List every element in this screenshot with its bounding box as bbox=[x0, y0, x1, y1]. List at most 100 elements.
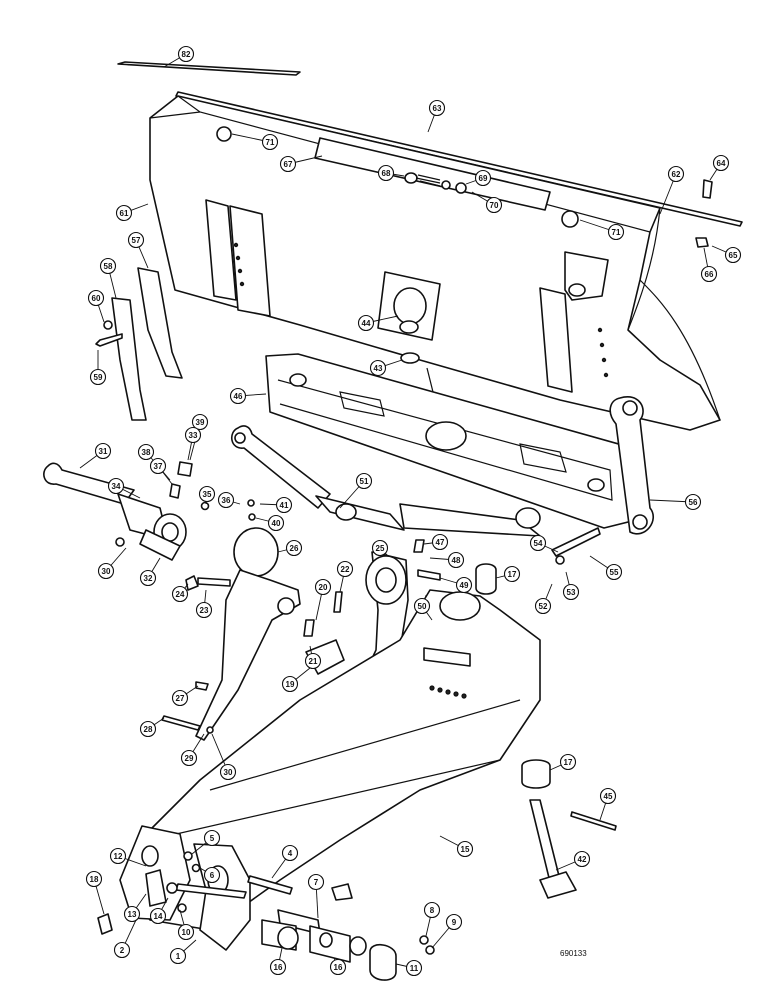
callout-c26: 26 bbox=[277, 539, 303, 557]
callout-c54: 54 bbox=[529, 534, 559, 553]
callout-c36: 36 bbox=[217, 491, 241, 509]
parts-drawing bbox=[43, 61, 743, 981]
callout-c51: 51 bbox=[339, 472, 373, 509]
callout-layer: 8263716768697062646566716157586059444346… bbox=[79, 45, 742, 977]
callout-c11: 11 bbox=[395, 959, 423, 977]
callout-number: 45 bbox=[604, 792, 613, 801]
lift-cylinder bbox=[43, 462, 187, 561]
callout-ring bbox=[281, 844, 299, 862]
callout-c25: 25 bbox=[371, 539, 389, 557]
callout-number: 18 bbox=[90, 875, 99, 884]
front-brackets bbox=[119, 825, 251, 951]
callout-c42: 42 bbox=[555, 850, 591, 871]
fittings-cluster bbox=[169, 461, 256, 521]
callout-number: 43 bbox=[374, 364, 383, 373]
callout-ring bbox=[314, 578, 332, 596]
callout-c66: 66 bbox=[700, 247, 718, 283]
callout-c44: 44 bbox=[357, 314, 399, 332]
callout-number: 62 bbox=[672, 170, 681, 179]
callout-ring bbox=[700, 265, 718, 283]
callout-ring bbox=[191, 413, 209, 431]
callout-c34: 34 bbox=[107, 477, 141, 499]
callout-number: 26 bbox=[290, 544, 299, 553]
callout-ring bbox=[485, 196, 503, 214]
callout-ring bbox=[87, 289, 105, 307]
callout-c58: 58 bbox=[99, 257, 117, 299]
callout-number: 53 bbox=[567, 588, 576, 597]
callout-ring bbox=[198, 485, 216, 503]
callout-c15: 15 bbox=[439, 835, 474, 858]
callout-ring bbox=[605, 563, 623, 581]
callout-number: 71 bbox=[266, 138, 275, 147]
callout-ring bbox=[285, 539, 303, 557]
callout-number: 40 bbox=[272, 519, 281, 528]
callout-number: 37 bbox=[154, 462, 163, 471]
callout-number: 2 bbox=[120, 946, 125, 955]
callout-ring bbox=[137, 443, 155, 461]
callout-c31: 31 bbox=[79, 442, 112, 469]
callout-c28: 28 bbox=[139, 717, 165, 738]
blocks-16 bbox=[261, 919, 367, 963]
callout-ring bbox=[171, 689, 189, 707]
callout-number: 6 bbox=[210, 871, 215, 880]
end-bit-57 bbox=[137, 267, 183, 379]
callout-ring bbox=[357, 314, 375, 332]
callout-ring bbox=[203, 866, 221, 884]
callout-number: 64 bbox=[717, 159, 726, 168]
callout-c13: 13 bbox=[123, 893, 147, 923]
callout-number: 25 bbox=[376, 544, 385, 553]
callout-ring bbox=[534, 597, 552, 615]
callout-ring bbox=[336, 560, 354, 578]
callout-c62: 62 bbox=[659, 165, 685, 215]
callout-ring bbox=[307, 873, 325, 891]
callout-number: 21 bbox=[309, 657, 318, 666]
callout-ring bbox=[149, 907, 167, 925]
callout-ring bbox=[599, 787, 617, 805]
callout-c53: 53 bbox=[562, 571, 580, 601]
callout-c27: 27 bbox=[171, 685, 199, 707]
callout-ring bbox=[329, 958, 347, 976]
callout-number: 65 bbox=[729, 251, 738, 260]
callout-ring bbox=[85, 870, 103, 888]
callout-c71a: 71 bbox=[231, 133, 279, 151]
callout-ring bbox=[195, 601, 213, 619]
callout-number: 17 bbox=[508, 570, 517, 579]
callout-c7: 7 bbox=[307, 873, 325, 919]
callout-number: 48 bbox=[452, 556, 461, 565]
pin-45 bbox=[570, 811, 617, 831]
callout-c12: 12 bbox=[109, 847, 147, 867]
callout-c57: 57 bbox=[127, 231, 149, 269]
callout-number: 57 bbox=[132, 236, 141, 245]
figure-reference-number: 690133 bbox=[560, 949, 587, 958]
washer-43 bbox=[400, 352, 420, 364]
callout-ring bbox=[712, 154, 730, 172]
washer-5 bbox=[183, 851, 193, 861]
callout-number: 16 bbox=[274, 963, 283, 972]
callout-c60: 60 bbox=[87, 289, 105, 323]
center-bolt-assembly bbox=[404, 172, 467, 194]
callout-c69: 69 bbox=[465, 169, 492, 187]
callout-number: 61 bbox=[120, 209, 129, 218]
callout-c23: 23 bbox=[195, 589, 213, 619]
callout-c37: 37 bbox=[149, 457, 173, 485]
callout-number: 51 bbox=[360, 477, 369, 486]
callout-c19: 19 bbox=[281, 667, 311, 693]
callout-ring bbox=[171, 585, 189, 603]
callout-number: 69 bbox=[479, 174, 488, 183]
callout-number: 82 bbox=[182, 50, 191, 59]
callout-number: 41 bbox=[280, 501, 289, 510]
callout-c22: 22 bbox=[336, 560, 354, 593]
callout-c33: 33 bbox=[184, 426, 202, 461]
callout-number: 24 bbox=[176, 590, 185, 599]
callout-c55: 55 bbox=[589, 555, 623, 581]
callout-number: 47 bbox=[436, 538, 445, 547]
callout-ring bbox=[229, 387, 247, 405]
bolt-64 bbox=[702, 179, 713, 199]
callout-ring bbox=[445, 913, 463, 931]
callout-c2: 2 bbox=[113, 919, 137, 959]
callout-number: 35 bbox=[203, 490, 212, 499]
callout-number: 55 bbox=[610, 568, 619, 577]
callout-number: 13 bbox=[128, 910, 137, 919]
callout-number: 30 bbox=[224, 768, 233, 777]
